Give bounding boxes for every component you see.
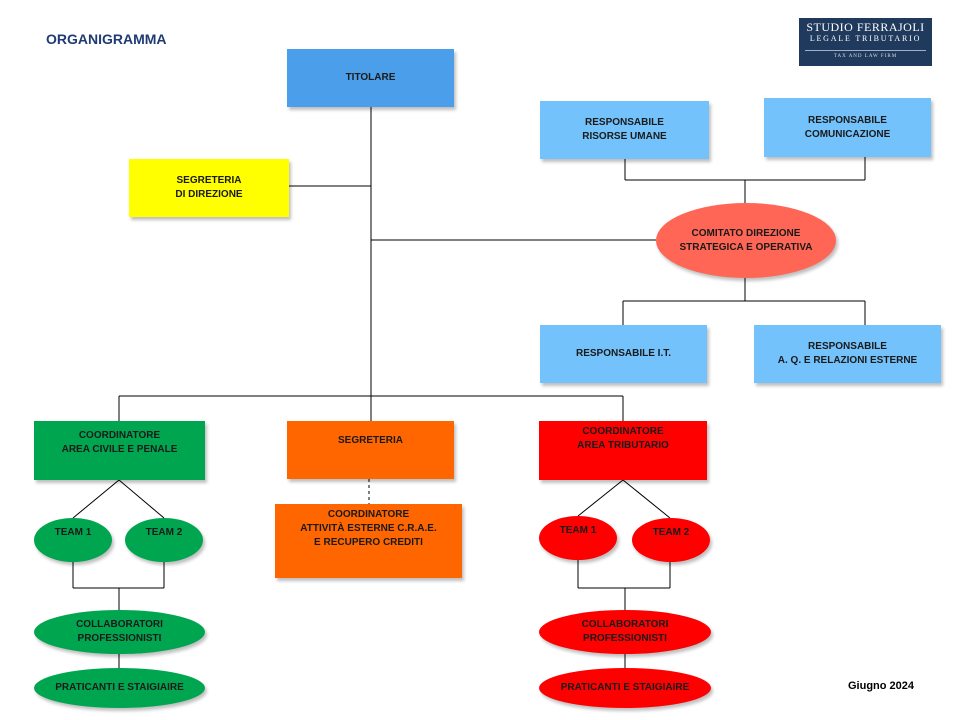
node-label: TEAM 1 (54, 527, 92, 538)
node-coord-civile: COORDINATORE AREA CIVILE E PENALE (34, 421, 205, 480)
node-titolare: TITOLARE (287, 49, 454, 107)
node-segreteria-direzione: SEGRETERIA DI DIREZIONE (129, 159, 289, 217)
node-collaboratori-tributario: COLLABORATORI PROFESSIONISTI (539, 610, 711, 654)
node-label: COLLABORATORI PROFESSIONISTI (76, 619, 163, 644)
node-label: COORDINATORE AREA CIVILE E PENALE (61, 430, 178, 455)
node-team2-tributario: TEAM 2 (632, 518, 710, 562)
node-label: SEGRETERIA DI DIREZIONE (175, 175, 243, 200)
node-comitato: COMITATO DIREZIONE STRATEGICA E OPERATIV… (656, 203, 836, 278)
node-label: RESPONSABILE RISORSE UMANE (582, 117, 667, 142)
node-label: COORDINATORE ATTIVITÀ ESTERNE C.R.A.E. E… (300, 509, 437, 548)
node-resp-risorse-umane: RESPONSABILE RISORSE UMANE (540, 101, 709, 159)
node-label: TEAM 1 (559, 525, 597, 536)
node-segreteria: SEGRETERIA (287, 421, 454, 479)
date-label: Giugno 2024 (848, 680, 915, 692)
node-label: PRATICANTI E STAIGIAIRE (560, 682, 690, 693)
node-team1-tributario: TEAM 1 (539, 516, 617, 560)
logo-name: STUDIO FERRAJOLI (806, 20, 925, 34)
node-resp-aq: RESPONSABILE A. Q. E RELAZIONI ESTERNE (754, 325, 941, 383)
node-label: TITOLARE (345, 72, 396, 83)
node-resp-it: RESPONSABILE I.T. (540, 325, 707, 383)
node-praticanti-tributario: PRATICANTI E STAIGIAIRE (539, 668, 711, 708)
node-label: COLLABORATORI PROFESSIONISTI (581, 619, 669, 644)
node-label: RESPONSABILE COMUNICAZIONE (804, 114, 891, 140)
node-team2-civile: TEAM 2 (125, 518, 203, 562)
node-collaboratori-civile: COLLABORATORI PROFESSIONISTI (34, 610, 205, 654)
page-title: ORGANIGRAMMA (46, 31, 167, 47)
node-team1-civile: TEAM 1 (34, 518, 112, 562)
node-label: PRATICANTI E STAIGIAIRE (55, 682, 184, 693)
node-label: TEAM 2 (145, 527, 183, 538)
studio-logo: STUDIO FERRAJOLI LEGALE TRIBUTARIO TAX A… (799, 18, 932, 66)
node-resp-comunicazione: RESPONSABILE COMUNICAZIONE (764, 98, 931, 157)
node-coord-crae: COORDINATORE ATTIVITÀ ESTERNE C.R.A.E. E… (275, 504, 462, 578)
node-label: RESPONSABILE A. Q. E RELAZIONI ESTERNE (777, 341, 918, 366)
node-coord-tributario: COORDINATORE AREA TRIBUTARIO (539, 421, 707, 480)
node-label: SEGRETERIA (337, 435, 403, 446)
node-label: TEAM 2 (652, 527, 690, 538)
node-label: COORDINATORE AREA TRIBUTARIO (577, 426, 669, 451)
logo-tagline: TAX AND LAW FIRM (833, 54, 898, 59)
node-label: RESPONSABILE I.T. (575, 348, 671, 359)
node-praticanti-civile: PRATICANTI E STAIGIAIRE (34, 668, 205, 708)
node-label: COMITATO DIREZIONE STRATEGICA E OPERATIV… (679, 227, 813, 253)
logo-subtitle: LEGALE TRIBUTARIO (809, 34, 922, 43)
